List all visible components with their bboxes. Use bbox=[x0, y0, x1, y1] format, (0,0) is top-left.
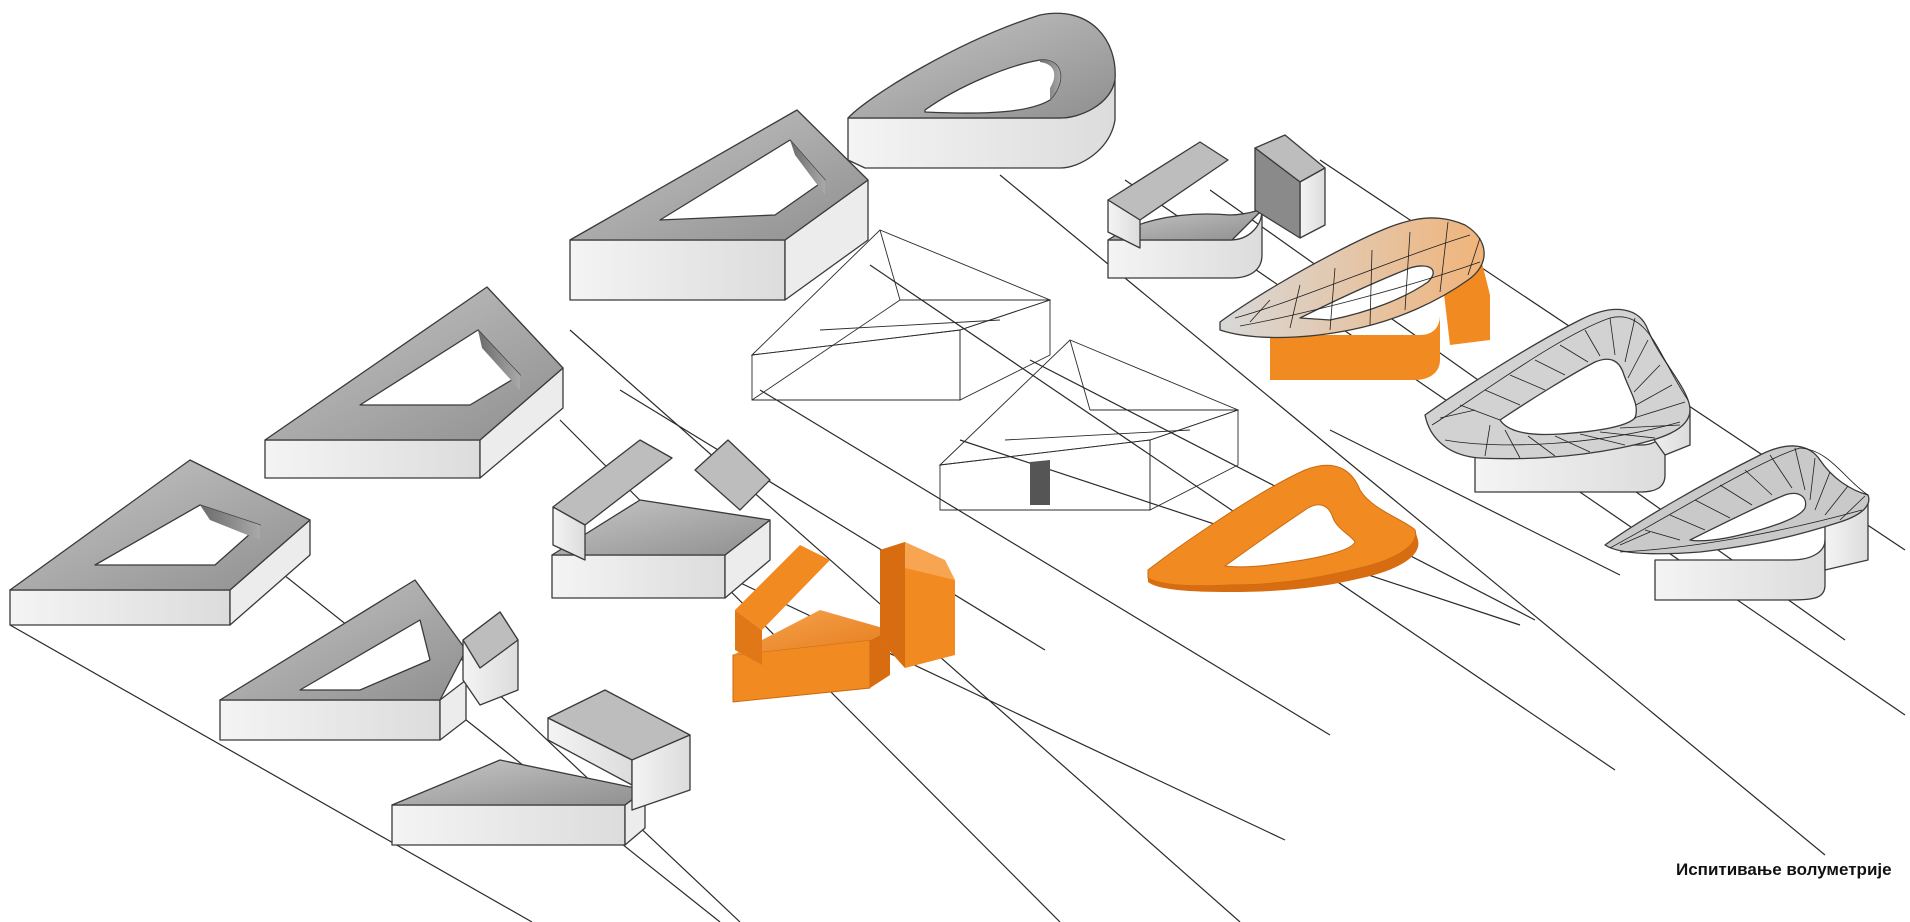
ring-block-lower-left bbox=[10, 460, 310, 625]
ring-block-top-middle bbox=[570, 110, 868, 300]
curved-ring-block-top bbox=[848, 13, 1115, 168]
diagram-caption: Испитивање волуметрије bbox=[1676, 860, 1892, 880]
orange-ring-flat bbox=[1148, 465, 1418, 592]
orange-block-split bbox=[733, 542, 955, 702]
curved-u-block bbox=[1108, 135, 1325, 278]
ring-block-upper-left bbox=[265, 287, 563, 478]
split-block-lower bbox=[220, 580, 518, 740]
u-block-middle bbox=[552, 440, 770, 598]
